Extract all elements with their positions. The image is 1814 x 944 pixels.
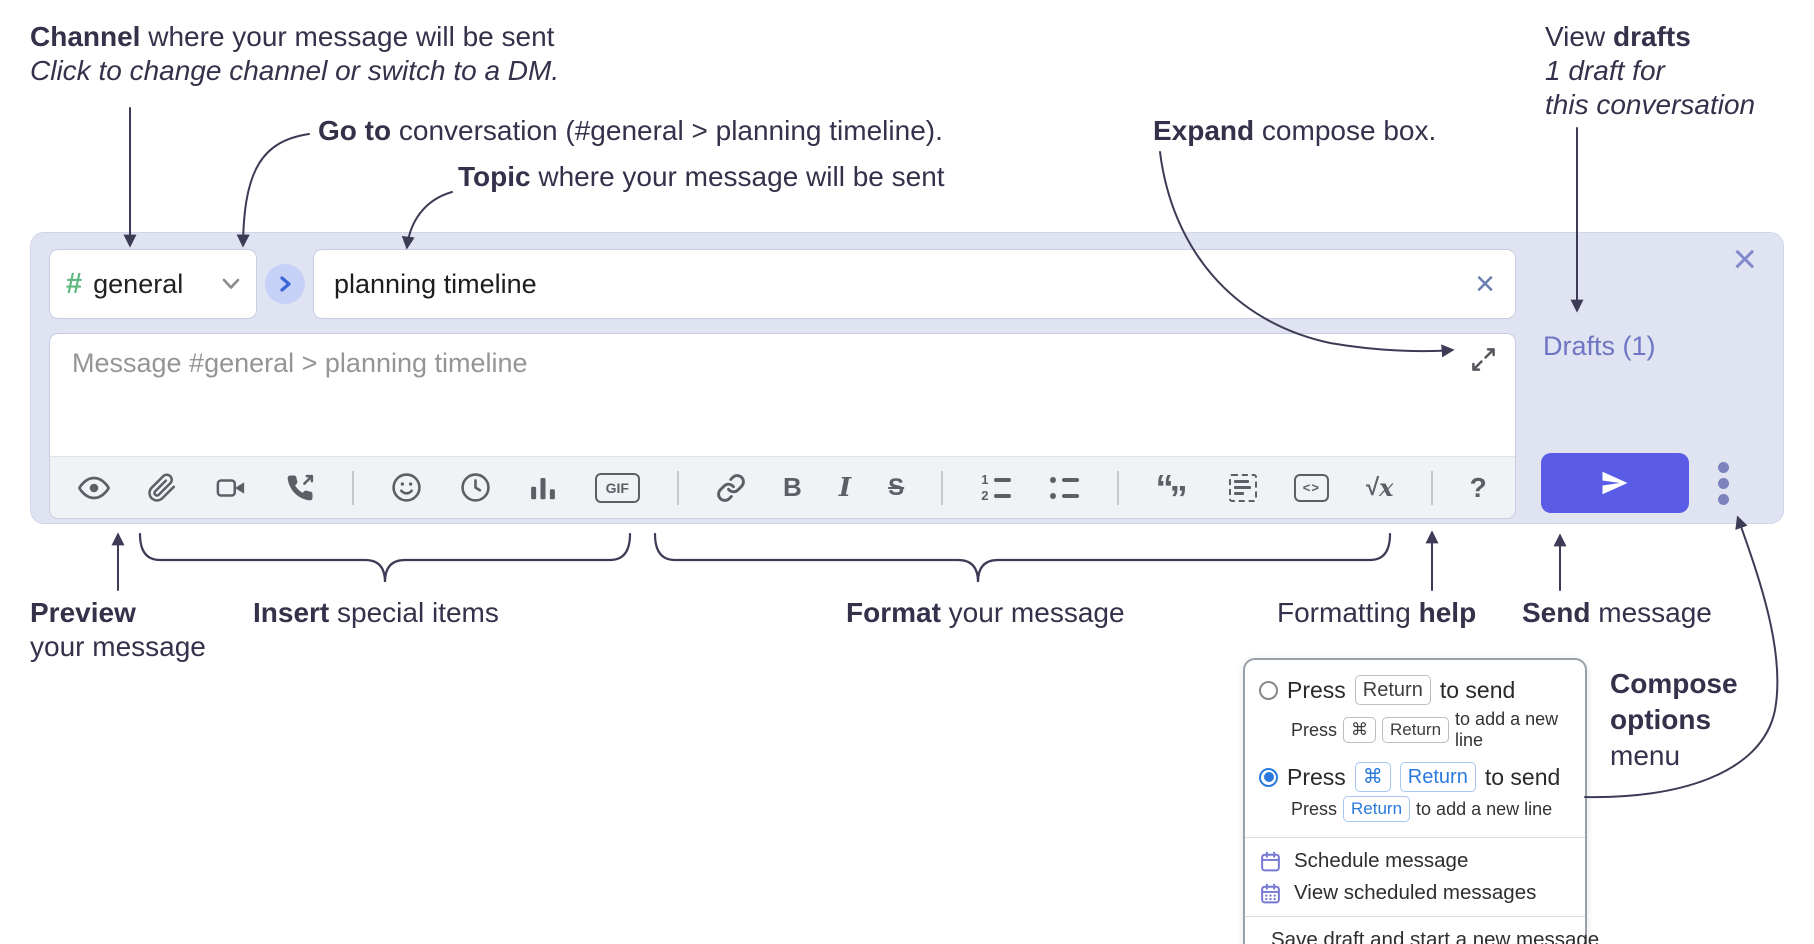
toolbar-divider bbox=[352, 470, 355, 505]
view-drafts-line2: 1 draft for bbox=[1545, 55, 1665, 86]
time-icon[interactable] bbox=[460, 467, 491, 509]
bulleted-list-icon[interactable] bbox=[1048, 467, 1080, 509]
format-annotation: Format your message bbox=[846, 597, 1125, 628]
italic-icon[interactable]: I bbox=[838, 472, 852, 503]
bold-icon[interactable]: B bbox=[783, 472, 802, 502]
attach-file-icon[interactable] bbox=[147, 467, 177, 509]
view-drafts-line3: this conversation bbox=[1545, 89, 1756, 120]
poll-icon[interactable] bbox=[528, 467, 558, 509]
send-option-cmd-return-sub: Press Return to add a new line bbox=[1245, 795, 1585, 830]
numbered-list-icon[interactable]: 1 2 bbox=[980, 467, 1012, 509]
kbd-cmd: ⌘ bbox=[1354, 762, 1391, 792]
channel-annotation: Channel where your message will be sent … bbox=[30, 20, 559, 88]
dot bbox=[1718, 462, 1729, 473]
message-placeholder: Message #general > planning timeline bbox=[72, 348, 528, 378]
channel-annotation-line1: Channel where your message will be sent bbox=[30, 21, 555, 52]
radio-selected-icon[interactable] bbox=[1259, 767, 1278, 787]
kbd-cmd: ⌘ bbox=[1343, 717, 1377, 743]
emoji-icon[interactable] bbox=[391, 467, 422, 509]
message-textarea[interactable]: Message #general > planning timeline bbox=[49, 333, 1516, 519]
dot bbox=[1718, 494, 1729, 505]
channel-name: general bbox=[93, 268, 184, 299]
send-option-cmd-return[interactable]: Press ⌘ Return to send bbox=[1245, 759, 1585, 795]
kbd-return: Return bbox=[1343, 796, 1411, 822]
send-button[interactable] bbox=[1541, 453, 1689, 513]
drafts-link[interactable]: Drafts (1) bbox=[1543, 331, 1656, 361]
menu-divider bbox=[1245, 916, 1585, 917]
kbd-return: Return bbox=[1354, 675, 1431, 705]
goto-annotation: Go to conversation (#general > planning … bbox=[318, 115, 943, 146]
toolbar-divider bbox=[1116, 470, 1119, 505]
dot bbox=[1718, 478, 1729, 489]
format-brace bbox=[653, 532, 1392, 583]
insert-brace bbox=[138, 532, 632, 583]
toolbar-divider bbox=[676, 470, 679, 505]
view-drafts-annotation: View drafts 1 draft for this conversatio… bbox=[1545, 20, 1755, 122]
preview-annotation: Preview your message bbox=[30, 597, 206, 662]
compose-options-menu-button[interactable] bbox=[1718, 462, 1729, 505]
channel-annotation-line2: Click to change channel or switch to a D… bbox=[30, 55, 560, 86]
gif-icon[interactable]: GIF bbox=[594, 467, 640, 509]
expand-compose-icon[interactable] bbox=[1470, 346, 1497, 378]
expand-annotation: Expand compose box. bbox=[1153, 115, 1437, 146]
calendar-grid-icon bbox=[1261, 883, 1280, 903]
clear-topic-icon[interactable]: × bbox=[1475, 265, 1495, 303]
menu-item-save-draft[interactable]: Save draft and start a new message bbox=[1245, 924, 1599, 944]
video-call-icon[interactable] bbox=[214, 467, 248, 509]
audio-call-icon[interactable] bbox=[285, 467, 315, 509]
menu-divider bbox=[1245, 837, 1585, 838]
chevron-right-icon bbox=[280, 276, 291, 292]
kbd-return: Return bbox=[1399, 762, 1476, 792]
link-icon[interactable] bbox=[716, 467, 746, 509]
insert-annotation: Insert special items bbox=[253, 597, 499, 628]
radio-unselected-icon[interactable] bbox=[1259, 680, 1278, 700]
toolbar-divider bbox=[1430, 470, 1433, 505]
spoiler-icon[interactable] bbox=[1228, 467, 1257, 509]
goto-arrow bbox=[236, 133, 310, 248]
code-icon[interactable]: <> bbox=[1293, 467, 1329, 509]
compose-toolbar: GIF B I S 1 2 bbox=[50, 456, 1515, 518]
menu-item-schedule-message[interactable]: Schedule message bbox=[1245, 845, 1585, 877]
close-compose-icon[interactable]: × bbox=[1732, 235, 1757, 282]
strikethrough-icon[interactable]: S bbox=[888, 473, 905, 501]
topic-input[interactable]: planning timeline × bbox=[313, 249, 1516, 319]
calendar-icon bbox=[1261, 851, 1280, 871]
channel-selector[interactable]: # general bbox=[49, 249, 257, 319]
preview-eye-icon[interactable] bbox=[78, 467, 110, 509]
compose-options-annotation: Compose options menu bbox=[1610, 668, 1738, 771]
chevron-down-icon bbox=[222, 278, 240, 290]
hash-icon: # bbox=[66, 267, 83, 300]
topic-value: planning timeline bbox=[334, 268, 537, 299]
help-icon[interactable]: ? bbox=[1469, 471, 1487, 503]
kbd-return: Return bbox=[1382, 717, 1450, 743]
topic-annotation: Topic where your message will be sent bbox=[458, 161, 945, 192]
send-annotation: Send message bbox=[1522, 597, 1712, 628]
formatting-help-annotation: Formatting help bbox=[1277, 597, 1477, 628]
compose-options-popup: Press Return to send Press ⌘ Return to a… bbox=[1243, 658, 1599, 944]
send-option-return[interactable]: Press Return to send bbox=[1245, 672, 1585, 708]
send-icon bbox=[1602, 471, 1628, 495]
view-drafts-line1: View drafts bbox=[1545, 21, 1691, 52]
menu-item-view-scheduled[interactable]: View scheduled messages bbox=[1245, 877, 1585, 909]
math-icon[interactable]: √x bbox=[1365, 473, 1394, 502]
compose-box: # general planning timeline × × Message … bbox=[30, 232, 1784, 524]
quote-icon[interactable]: “” bbox=[1155, 466, 1188, 519]
toolbar-divider bbox=[941, 470, 944, 505]
go-to-conversation-button[interactable] bbox=[265, 264, 305, 304]
send-option-return-sub: Press ⌘ Return to add a new line bbox=[1291, 709, 1559, 750]
